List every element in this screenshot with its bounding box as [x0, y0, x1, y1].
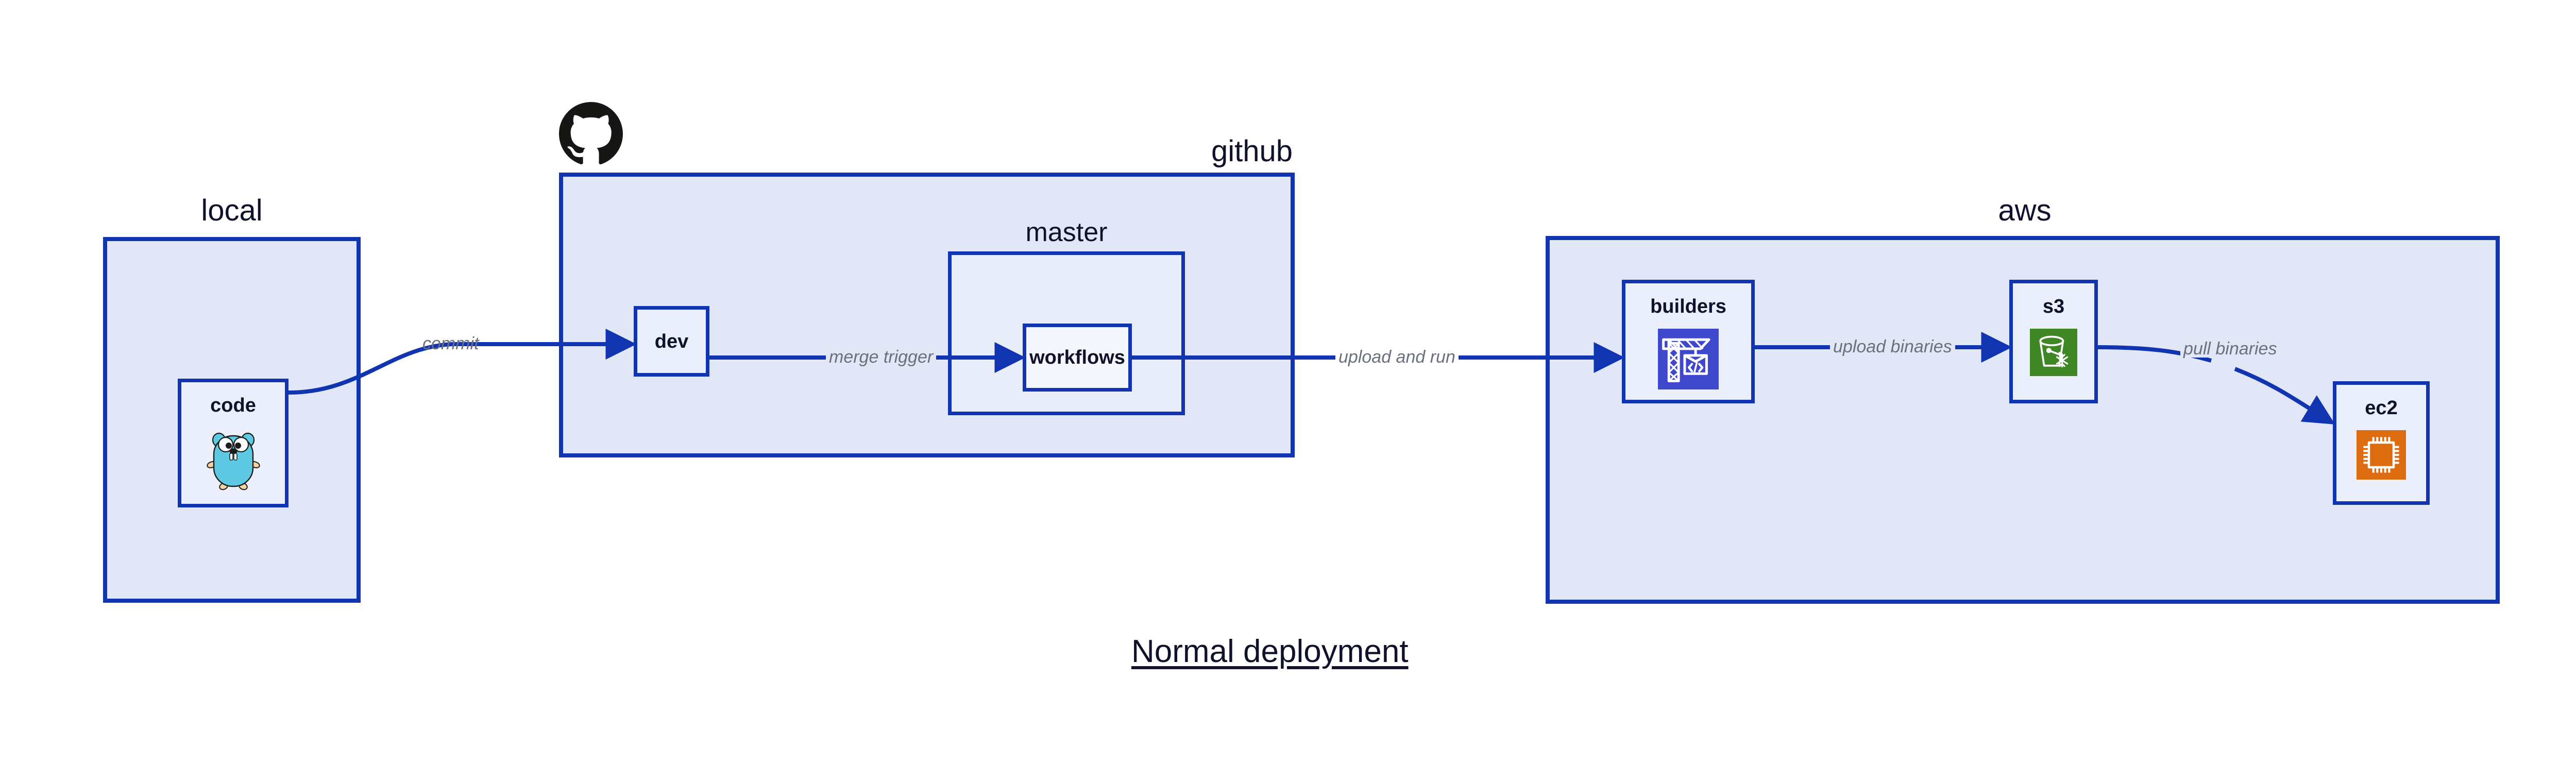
github-octocat-icon: [559, 102, 623, 166]
edge-label-pull-binaries: pull binaries: [2180, 340, 2280, 358]
node-label-dev: dev: [654, 330, 689, 352]
node-s3[interactable]: s3: [2009, 280, 2098, 403]
node-builders[interactable]: builders: [1622, 280, 1755, 403]
node-label-workflows: workflows: [1029, 347, 1125, 368]
aws-ec2-icon: [2357, 430, 2406, 482]
edge-label-merge-trigger: merge trigger: [826, 348, 937, 366]
node-ec2[interactable]: ec2: [2333, 381, 2430, 505]
aws-s3-icon: [2030, 329, 2077, 379]
node-label-s3: s3: [2042, 296, 2065, 317]
group-label-local: local: [201, 194, 263, 227]
edge-label-upload-binaries: upload binaries: [1830, 338, 1955, 355]
subgroup-label-master: master: [1025, 217, 1108, 247]
diagram-caption: Normal deployment: [1131, 634, 1409, 669]
aws-codebuild-icon: [1658, 329, 1719, 392]
group-label-github: github: [1211, 134, 1293, 168]
go-gopher-icon: [206, 428, 260, 494]
node-label-code: code: [210, 395, 256, 416]
node-dev[interactable]: dev: [634, 306, 709, 377]
node-label-ec2: ec2: [2365, 397, 2398, 419]
node-label-builders: builders: [1650, 296, 1726, 317]
group-label-aws: aws: [1998, 194, 2052, 227]
edge-label-upload-and-run: upload and run: [1335, 348, 1459, 366]
node-code[interactable]: code: [178, 379, 289, 507]
edge-label-commit: commit: [422, 334, 479, 353]
node-workflows[interactable]: workflows: [1023, 324, 1132, 392]
